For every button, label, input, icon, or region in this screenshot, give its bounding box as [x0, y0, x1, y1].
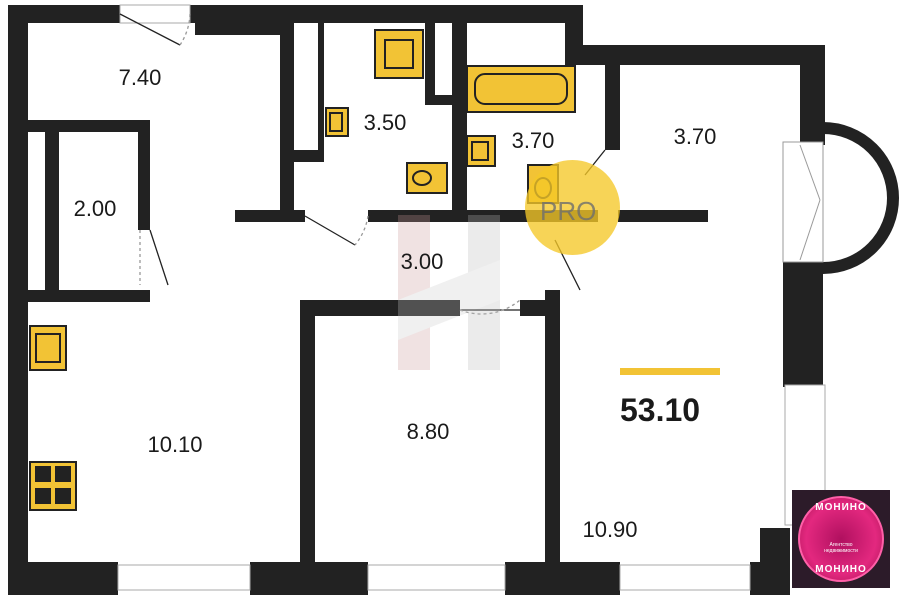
- pro-badge: [525, 160, 620, 255]
- toilet-sink-icon: [325, 107, 349, 137]
- agency-logo-circle: [798, 496, 884, 582]
- bathtub-icon: [466, 65, 576, 113]
- toilet-bowl-icon: [406, 162, 448, 194]
- stove-icon: [29, 461, 77, 511]
- room-area-kitchen: 10.10: [147, 432, 203, 457]
- room-area-corridor: 3.00: [400, 249, 444, 274]
- total-area-accent-bar: [620, 368, 720, 375]
- room-area-living-room: 10.90: [582, 517, 638, 542]
- room-area-toilet: 3.50: [363, 110, 407, 135]
- room-area-bedroom: 8.80: [406, 419, 450, 444]
- kitchen-sink-icon: [29, 325, 67, 371]
- agency-logo: МОНИНО Агентство недвижимости МОНИНО: [792, 490, 890, 588]
- room-area-hall: 7.40: [118, 65, 162, 90]
- agency-logo-bottom-text: МОНИНО: [815, 564, 867, 575]
- agency-logo-subtitle: Агентство недвижимости: [824, 542, 858, 554]
- room-area-bathroom: 3.70: [511, 128, 555, 153]
- walls: [8, 5, 825, 595]
- pro-watermark-text: PRO: [540, 196, 597, 226]
- bathroom-sink-icon: [374, 29, 424, 79]
- room-area-small-room: 3.70: [673, 124, 717, 149]
- total-area: 53.10: [620, 392, 701, 428]
- bay-window: [782, 122, 899, 274]
- room-area-closet: 2.00: [73, 196, 117, 221]
- doors: [119, 13, 606, 315]
- watermark-logo-icon: [398, 215, 500, 370]
- bath-sink-icon: [466, 135, 496, 167]
- agency-logo-top-text: МОНИНО: [815, 502, 867, 513]
